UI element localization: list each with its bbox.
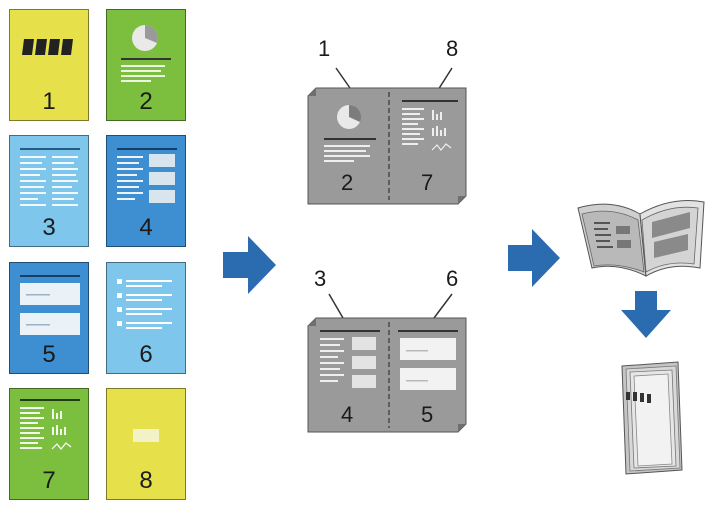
page-number-label: 1: [42, 88, 56, 115]
page-number-label: 7: [42, 467, 56, 494]
page-thumb-5: 5: [9, 262, 89, 374]
page-number-label: 6: [139, 341, 153, 368]
text-columns-icon: [20, 148, 80, 206]
printed-sheet-2: [307, 293, 467, 433]
sheet2-top-left-label: 3: [314, 266, 327, 291]
page-thumb-1: 1: [9, 9, 89, 121]
page-thumb-2: 2: [106, 9, 186, 121]
page-thumb-6: 6: [106, 262, 186, 374]
page-thumb-4: 4: [106, 135, 186, 247]
page-number-label: 5: [42, 341, 56, 368]
sheet2-right-page-number: 5: [421, 402, 434, 427]
page-number-label: 2: [139, 88, 153, 115]
page-thumb-3: 3: [9, 135, 89, 247]
open-booklet-icon: [577, 200, 705, 277]
sheet1-top-left-label: 1: [318, 36, 331, 61]
closed-booklet-icon: [621, 361, 683, 475]
page-thumb-7: 7: [9, 388, 89, 500]
image-placeholder-icon: [133, 429, 159, 442]
arrow-right-icon: [508, 229, 560, 287]
arrow-down-icon: [621, 291, 671, 338]
page-number-label: 4: [139, 214, 153, 241]
sheet2-left-page-number: 4: [341, 402, 354, 427]
page-thumb-8: 8: [106, 388, 186, 500]
text-charts-icon: [20, 399, 80, 450]
pie-chart-icon: [121, 25, 171, 82]
sheet1-right-page-number: 7: [421, 170, 434, 195]
page-number-label: 8: [139, 467, 153, 494]
sheet1-top-right-label: 8: [446, 36, 459, 61]
text-image-blocks-icon: [117, 148, 177, 203]
printed-sheet-1: [307, 67, 467, 205]
sheet1-left-page-number: 2: [341, 170, 354, 195]
two-panels-icon: [20, 275, 80, 335]
arrow-right-icon: [223, 236, 276, 294]
bullet-list-icon: [117, 279, 172, 329]
title-blocks-icon: [22, 39, 73, 55]
page-number-label: 3: [42, 214, 56, 241]
sheet2-top-right-label: 6: [446, 266, 459, 291]
